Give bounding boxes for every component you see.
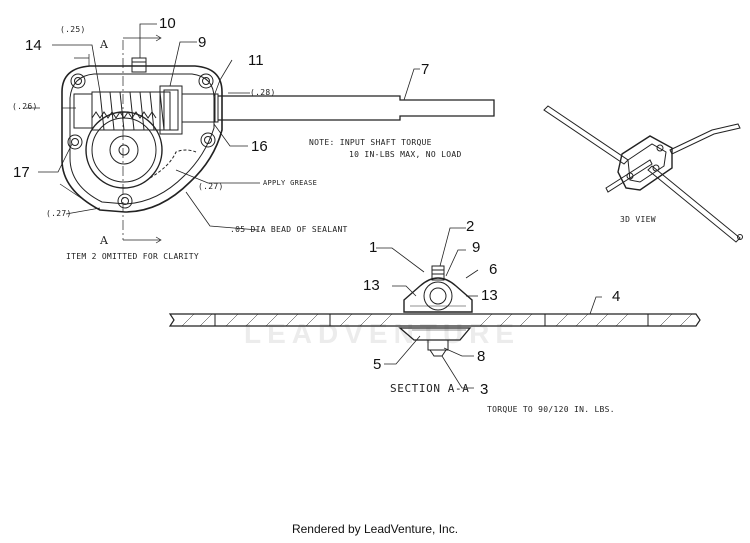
- dim-25: (.25): [60, 25, 86, 34]
- callout-9-top: 9: [198, 34, 207, 51]
- callout-9-section: 9: [472, 239, 481, 256]
- leader-lines-section: [376, 227, 602, 389]
- gearbox-housing: [61, 57, 495, 213]
- callout-1: 1: [369, 239, 378, 256]
- note-torque: TORQUE TO 90/120 IN. LBS.: [487, 405, 615, 414]
- section-mark-a-top: A: [100, 38, 108, 51]
- callout-6: 6: [489, 261, 498, 278]
- dim-26: (.26): [12, 102, 38, 111]
- callout-14: 14: [25, 37, 42, 54]
- footer-credit: Rendered by LeadVenture, Inc.: [291, 522, 459, 536]
- callout-5: 5: [373, 356, 382, 373]
- callout-13-left: 13: [363, 277, 380, 294]
- dim-28: (.28): [250, 88, 276, 97]
- note-input-torque-line2: 10 IN-LBS MAX, NO LOAD: [349, 150, 462, 159]
- section-mark-a-bottom: A: [100, 234, 108, 247]
- callout-3: 3: [480, 381, 489, 398]
- callout-17: 17: [13, 164, 30, 181]
- callout-7: 7: [421, 61, 430, 78]
- callout-11: 11: [248, 52, 264, 69]
- 3d-view-drawing: [543, 105, 743, 243]
- callout-2: 2: [466, 218, 475, 235]
- section-view: [168, 265, 701, 357]
- note-input-torque-line1: NOTE: INPUT SHAFT TORQUE: [309, 138, 432, 147]
- note-apply-grease: APPLY GREASE: [263, 179, 318, 187]
- callout-10: 10: [159, 15, 176, 32]
- dim-27-right: (.27): [198, 182, 224, 191]
- callout-4: 4: [612, 288, 621, 305]
- callout-13-right: 13: [481, 287, 498, 304]
- callout-8: 8: [477, 348, 486, 365]
- leader-lines-top-view: [38, 23, 420, 231]
- label-3d-view: 3D VIEW: [620, 215, 656, 224]
- label-section-a-a: SECTION A-A: [390, 382, 470, 395]
- note-item-omitted: ITEM 2 OMITTED FOR CLARITY: [66, 252, 200, 261]
- callout-16: 16: [251, 138, 268, 155]
- dimension-lines: [26, 34, 250, 244]
- dim-27-left: (.27): [46, 209, 72, 218]
- note-sealant: .05 DIA BEAD OF SEALANT: [230, 225, 348, 234]
